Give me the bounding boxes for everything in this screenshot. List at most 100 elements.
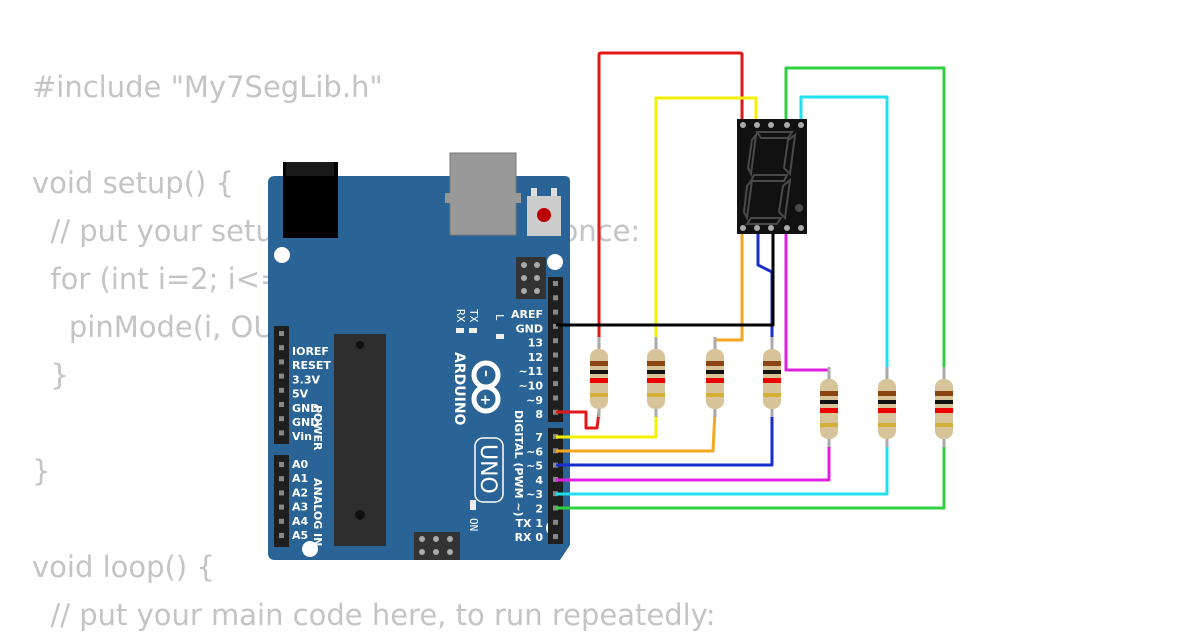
display-pin[interactable]: [784, 225, 790, 231]
on-label: ON: [467, 518, 480, 531]
header-pin[interactable]: [279, 416, 284, 422]
wire-orange-pin: [556, 409, 717, 453]
resistor[interactable]: [878, 367, 896, 447]
display-pin[interactable]: [768, 122, 774, 128]
icsp-header: [516, 257, 546, 299]
header-pin[interactable]: [553, 281, 558, 286]
pin-label: 7: [535, 431, 543, 444]
header-pin[interactable]: [553, 395, 558, 401]
brand-label: ARDUINO: [451, 352, 467, 426]
rx-led: [456, 328, 464, 333]
header-pin[interactable]: [553, 462, 558, 468]
header-pin[interactable]: [279, 331, 284, 336]
header-pin[interactable]: [553, 519, 558, 525]
wires: [556, 51, 946, 510]
resistor[interactable]: [590, 337, 608, 417]
resistor[interactable]: [706, 337, 724, 417]
resistor[interactable]: [647, 337, 665, 417]
pin-label: 2: [535, 503, 543, 516]
display-pin[interactable]: [768, 225, 774, 231]
l-led: [496, 334, 504, 339]
header-pin[interactable]: [279, 373, 284, 379]
header-pin[interactable]: [279, 345, 284, 351]
resistor[interactable]: [763, 337, 781, 417]
wire-cyan: [799, 95, 889, 375]
header-pin[interactable]: [279, 518, 284, 524]
on-led: [470, 500, 476, 510]
pin-label: TX 1: [516, 517, 543, 530]
header-pin[interactable]: [279, 359, 284, 365]
arduino-logo: – +: [471, 360, 501, 414]
resistor[interactable]: [935, 367, 953, 447]
power-section-label: POWER: [311, 405, 324, 451]
display-pin[interactable]: [754, 225, 760, 231]
header-pin[interactable]: [553, 381, 558, 387]
segment: [777, 177, 792, 221]
pin-label: A2: [292, 486, 308, 499]
display-pin[interactable]: [798, 225, 804, 231]
svg-text:+: +: [477, 394, 493, 406]
pin-label: ~6: [526, 445, 543, 458]
header-pin[interactable]: [553, 476, 558, 482]
header-pin[interactable]: [553, 434, 558, 439]
header-pin[interactable]: [553, 505, 558, 511]
pin-label: A1: [292, 472, 308, 485]
mount-hole: [274, 247, 290, 263]
header-pin[interactable]: [279, 533, 284, 538]
pin-label: 4: [535, 474, 543, 487]
pin-label: GND: [292, 416, 319, 429]
header-pin[interactable]: [553, 323, 558, 329]
header-pin[interactable]: [279, 504, 284, 510]
header-pin[interactable]: [553, 491, 558, 497]
resistors: [590, 337, 953, 447]
display-pin[interactable]: [784, 122, 790, 128]
code-line: void loop() {: [32, 550, 215, 584]
digital-header-top: [548, 277, 563, 422]
header-pin[interactable]: [279, 462, 284, 467]
display-pin[interactable]: [740, 225, 746, 231]
wire-red: [597, 51, 744, 345]
wire-green: [784, 66, 946, 375]
display-pin[interactable]: [798, 122, 804, 128]
segment: [755, 131, 794, 139]
header-pin[interactable]: [553, 366, 558, 372]
svg-text:–: –: [478, 370, 494, 377]
wire-orange: [713, 228, 744, 345]
header-pin[interactable]: [279, 476, 284, 482]
code-line: // put your main code here, to run repea…: [32, 598, 716, 632]
pin-label: ~5: [526, 460, 543, 473]
display-pin[interactable]: [754, 122, 760, 128]
segment: [745, 217, 783, 225]
header-pin[interactable]: [279, 402, 284, 407]
header-pin[interactable]: [279, 430, 284, 436]
display-pin[interactable]: [740, 122, 746, 128]
header-pin[interactable]: [553, 309, 558, 315]
seven-segment-display[interactable]: [737, 119, 807, 234]
code-line: }: [32, 454, 51, 488]
code-line: }: [32, 358, 69, 392]
header-pin[interactable]: [553, 448, 558, 454]
header-pin[interactable]: [553, 352, 558, 358]
reset-button[interactable]: [527, 188, 561, 236]
segment: [742, 176, 754, 222]
pin-label: 5V: [292, 388, 309, 401]
wire-magenta: [784, 228, 831, 375]
display-pins: [740, 122, 804, 231]
mount-hole: [302, 541, 318, 557]
header-pin[interactable]: [553, 295, 558, 301]
wire-yellow: [654, 96, 758, 345]
header-pin[interactable]: [279, 387, 284, 393]
resistor[interactable]: [820, 367, 838, 447]
header-pin[interactable]: [553, 534, 558, 540]
wire-yellow-pin: [556, 410, 658, 439]
segment: [782, 132, 797, 177]
tx-led: [469, 328, 477, 333]
header-pin[interactable]: [553, 338, 558, 344]
header-pin[interactable]: [553, 409, 558, 415]
pin-label: GND: [292, 402, 319, 415]
pin-label: Vin: [292, 430, 312, 443]
arduino-uno-board[interactable]: – + ARDUINO UNO TX RX L ON DIGITAL (PWM …: [268, 152, 570, 560]
tx-label: TX: [467, 309, 480, 323]
header-pin[interactable]: [279, 490, 284, 496]
